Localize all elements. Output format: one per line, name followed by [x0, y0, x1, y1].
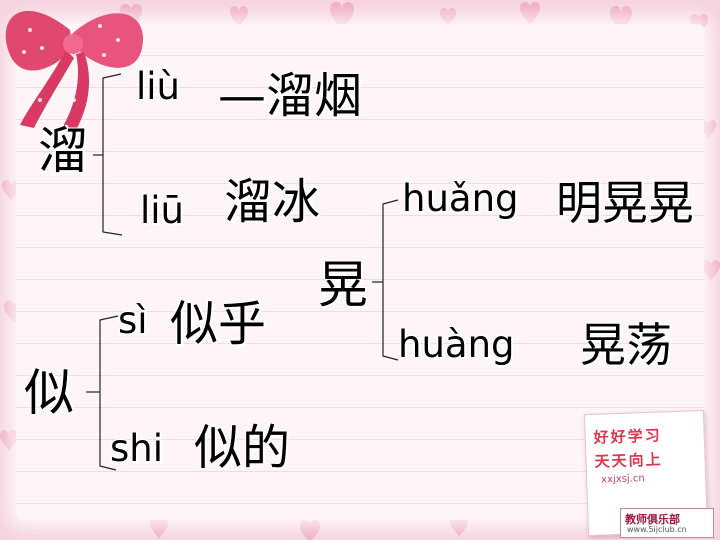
club-name: 教师俱乐部 — [625, 513, 680, 526]
word-huang-dang: 晃荡 — [580, 318, 672, 372]
note-line-1: 好好学习 — [593, 426, 663, 447]
pinyin-shi: shi — [110, 427, 164, 470]
word-yi-liu-yan: —溜烟 — [218, 68, 363, 124]
head-char-huang: 晃 — [318, 256, 368, 314]
word-liu-bing: 溜冰 — [224, 174, 321, 230]
bracket-si — [99, 315, 119, 471]
note-url: xxjxsj.cn — [601, 473, 645, 486]
pinyin-liu4: liù — [136, 65, 181, 108]
bracket-liu — [102, 73, 123, 236]
pinyin-si4: sì — [118, 299, 148, 342]
word-si-de: 似的 — [194, 420, 291, 476]
pinyin-huang3: huǎng — [402, 177, 519, 220]
pinyin-huang4: huàng — [398, 323, 515, 366]
club-url: www.5ijclub.cn — [627, 525, 687, 534]
bracket-huang — [382, 199, 399, 361]
word-ming-huang-huang: 明晃晃 — [556, 176, 694, 230]
head-char-liu: 溜 — [38, 122, 88, 180]
club-logo: 教师俱乐部 www.5ijclub.cn — [620, 508, 714, 538]
head-char-si: 似 — [24, 364, 74, 422]
word-si-hu: 似乎 — [170, 296, 267, 352]
note-line-2: 天天向上 — [594, 450, 663, 471]
pinyin-liu1: liū — [140, 189, 185, 232]
